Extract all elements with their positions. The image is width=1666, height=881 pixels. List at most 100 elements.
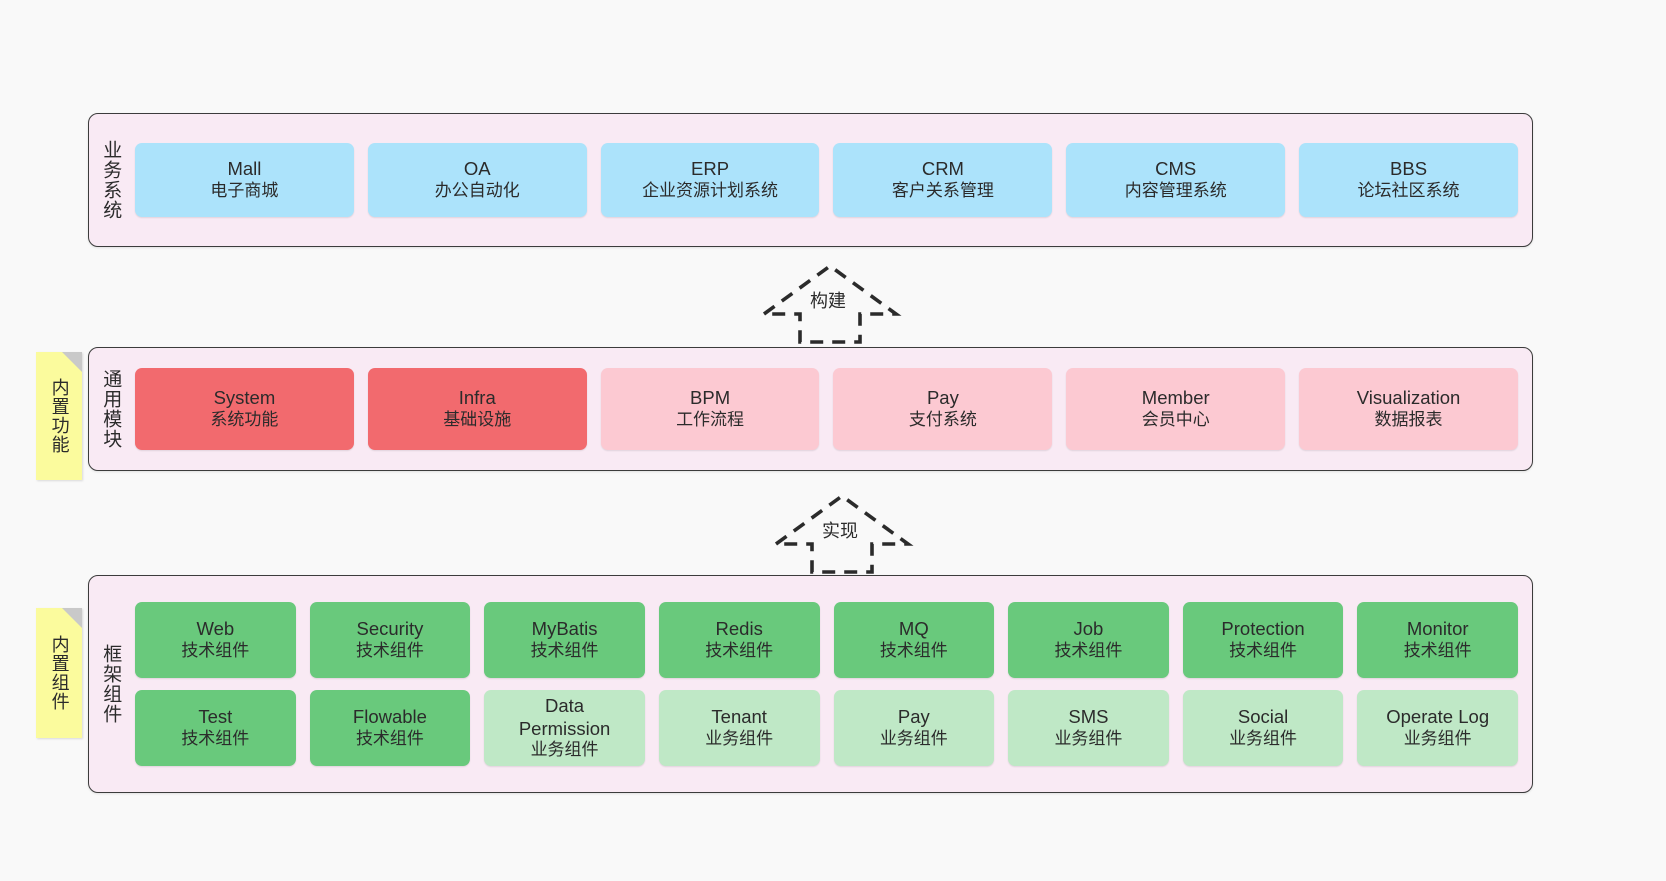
implement-arrow-label: 实现 [822,521,858,541]
card-infra-subtitle: 基础设施 [443,409,512,429]
card-data-permission-subtitle: 业务组件 [530,740,599,760]
card-social-title: Social [1237,706,1289,728]
card-social[interactable]: Social 业务组件 [1182,690,1344,766]
card-operate-log-title: Operate Log [1386,706,1490,728]
card-sms-subtitle: 业务组件 [1054,728,1123,748]
card-pay-component-subtitle: 业务组件 [879,728,948,748]
card-tenant-title: Tenant [711,706,767,728]
card-job-subtitle: 技术组件 [1054,640,1123,660]
card-system[interactable]: System 系统功能 [135,368,354,450]
card-mq-title: MQ [898,618,929,640]
sticky-note-builtin-components-label: 内置组件 [49,635,70,711]
card-tenant-subtitle: 业务组件 [705,728,774,748]
card-data-permission-title: Data Permission [518,695,611,739]
card-monitor-subtitle: 技术组件 [1403,640,1472,660]
card-mall-title: Mall [227,158,262,180]
card-mall[interactable]: Mall 电子商城 [135,143,354,217]
card-bbs-title: BBS [1390,158,1428,180]
card-bpm-title: BPM [690,387,731,409]
card-redis[interactable]: Redis 技术组件 [658,602,820,678]
framework-row-business: Test 技术组件 Flowable 技术组件 Data Permission … [135,690,1518,766]
build-arrow-icon [758,263,902,344]
card-job-title: Job [1073,618,1104,640]
build-arrow-label: 构建 [810,291,846,311]
card-oa-subtitle: 办公自动化 [434,180,520,200]
card-crm[interactable]: CRM 客户关系管理 [833,143,1053,217]
sticky-note-builtin-components: 内置组件 [36,608,82,738]
card-bbs-subtitle: 论坛社区系统 [1357,180,1460,200]
card-sms[interactable]: SMS 业务组件 [1008,690,1169,766]
layer-framework-components: 框架组件 Web 技术组件 Security 技术组件 MyBatis 技术组件… [88,575,1533,793]
card-social-subtitle: 业务组件 [1229,728,1298,748]
card-monitor-title: Monitor [1406,618,1469,640]
card-mybatis[interactable]: MyBatis 技术组件 [484,602,645,678]
card-security[interactable]: Security 技术组件 [309,602,471,678]
card-test-subtitle: 技术组件 [181,728,250,748]
card-redis-title: Redis [715,618,763,640]
card-web-subtitle: 技术组件 [181,640,250,660]
card-cms[interactable]: CMS 内容管理系统 [1066,143,1286,217]
card-member-title: Member [1141,387,1210,409]
card-protection-title: Protection [1221,618,1305,640]
card-monitor[interactable]: Monitor 技术组件 [1357,602,1518,678]
card-cms-subtitle: 内容管理系统 [1124,180,1227,200]
card-pay-module-subtitle: 支付系统 [908,409,977,429]
card-infra-title: Infra [458,387,496,409]
card-mq[interactable]: MQ 技术组件 [833,602,995,678]
card-test[interactable]: Test 技术组件 [135,690,296,766]
build-arrow: 构建 [758,262,902,344]
card-erp-subtitle: 企业资源计划系统 [642,180,779,200]
card-operate-log-subtitle: 业务组件 [1403,728,1472,748]
sticky-note-builtin-features: 内置功能 [36,352,82,480]
layer-common-modules-body: System 系统功能 Infra 基础设施 BPM 工作流程 Pay 支付系统… [131,348,1532,470]
card-oa[interactable]: OA 办公自动化 [367,143,587,217]
implement-arrow: 实现 [770,492,914,574]
card-system-subtitle: 系统功能 [210,409,279,429]
card-mybatis-subtitle: 技术组件 [530,640,599,660]
card-mall-subtitle: 电子商城 [210,180,279,200]
card-job[interactable]: Job 技术组件 [1008,602,1169,678]
card-web[interactable]: Web 技术组件 [135,602,296,678]
card-sms-title: SMS [1068,706,1109,728]
card-redis-subtitle: 技术组件 [705,640,774,660]
card-flowable-title: Flowable [352,706,427,728]
card-test-title: Test [198,706,233,728]
card-web-title: Web [196,618,235,640]
card-infra[interactable]: Infra 基础设施 [367,368,587,450]
layer-common-modules: 通用模块 System 系统功能 Infra 基础设施 BPM 工作流程 Pay… [88,347,1533,471]
card-crm-title: CRM [921,158,964,180]
card-visualization-title: Visualization [1356,387,1461,409]
card-erp-title: ERP [691,158,730,180]
card-bbs[interactable]: BBS 论坛社区系统 [1299,143,1518,217]
card-mq-subtitle: 技术组件 [879,640,948,660]
card-visualization-subtitle: 数据报表 [1374,409,1443,429]
card-pay-module[interactable]: Pay 支付系统 [833,368,1053,450]
card-visualization[interactable]: Visualization 数据报表 [1299,368,1518,450]
card-security-title: Security [356,618,424,640]
card-operate-log[interactable]: Operate Log 业务组件 [1357,690,1518,766]
layer-common-modules-label: 通用模块 [100,369,122,449]
card-flowable-subtitle: 技术组件 [355,728,424,748]
card-erp[interactable]: ERP 企业资源计划系统 [600,143,820,217]
card-protection[interactable]: Protection 技术组件 [1182,602,1344,678]
card-data-permission[interactable]: Data Permission 业务组件 [484,690,645,766]
card-security-subtitle: 技术组件 [355,640,424,660]
card-bpm[interactable]: BPM 工作流程 [600,368,820,450]
card-protection-subtitle: 技术组件 [1229,640,1298,660]
layer-business-systems: 业务系统 Mall 电子商城 OA 办公自动化 ERP 企业资源计划系统 CRM… [88,113,1533,247]
card-mybatis-title: MyBatis [531,618,598,640]
card-tenant[interactable]: Tenant 业务组件 [658,690,820,766]
layer-business-systems-label: 业务系统 [100,140,122,220]
framework-row-technical: Web 技术组件 Security 技术组件 MyBatis 技术组件 Redi… [135,602,1518,678]
card-pay-component[interactable]: Pay 业务组件 [833,690,995,766]
card-flowable[interactable]: Flowable 技术组件 [309,690,471,766]
card-member[interactable]: Member 会员中心 [1066,368,1286,450]
layer-framework-components-label: 框架组件 [100,644,122,724]
card-pay-module-title: Pay [926,387,959,409]
card-bpm-subtitle: 工作流程 [676,409,745,429]
card-cms-title: CMS [1155,158,1197,180]
card-pay-component-title: Pay [897,706,930,728]
card-crm-subtitle: 客户关系管理 [891,180,994,200]
card-oa-title: OA [463,158,491,180]
